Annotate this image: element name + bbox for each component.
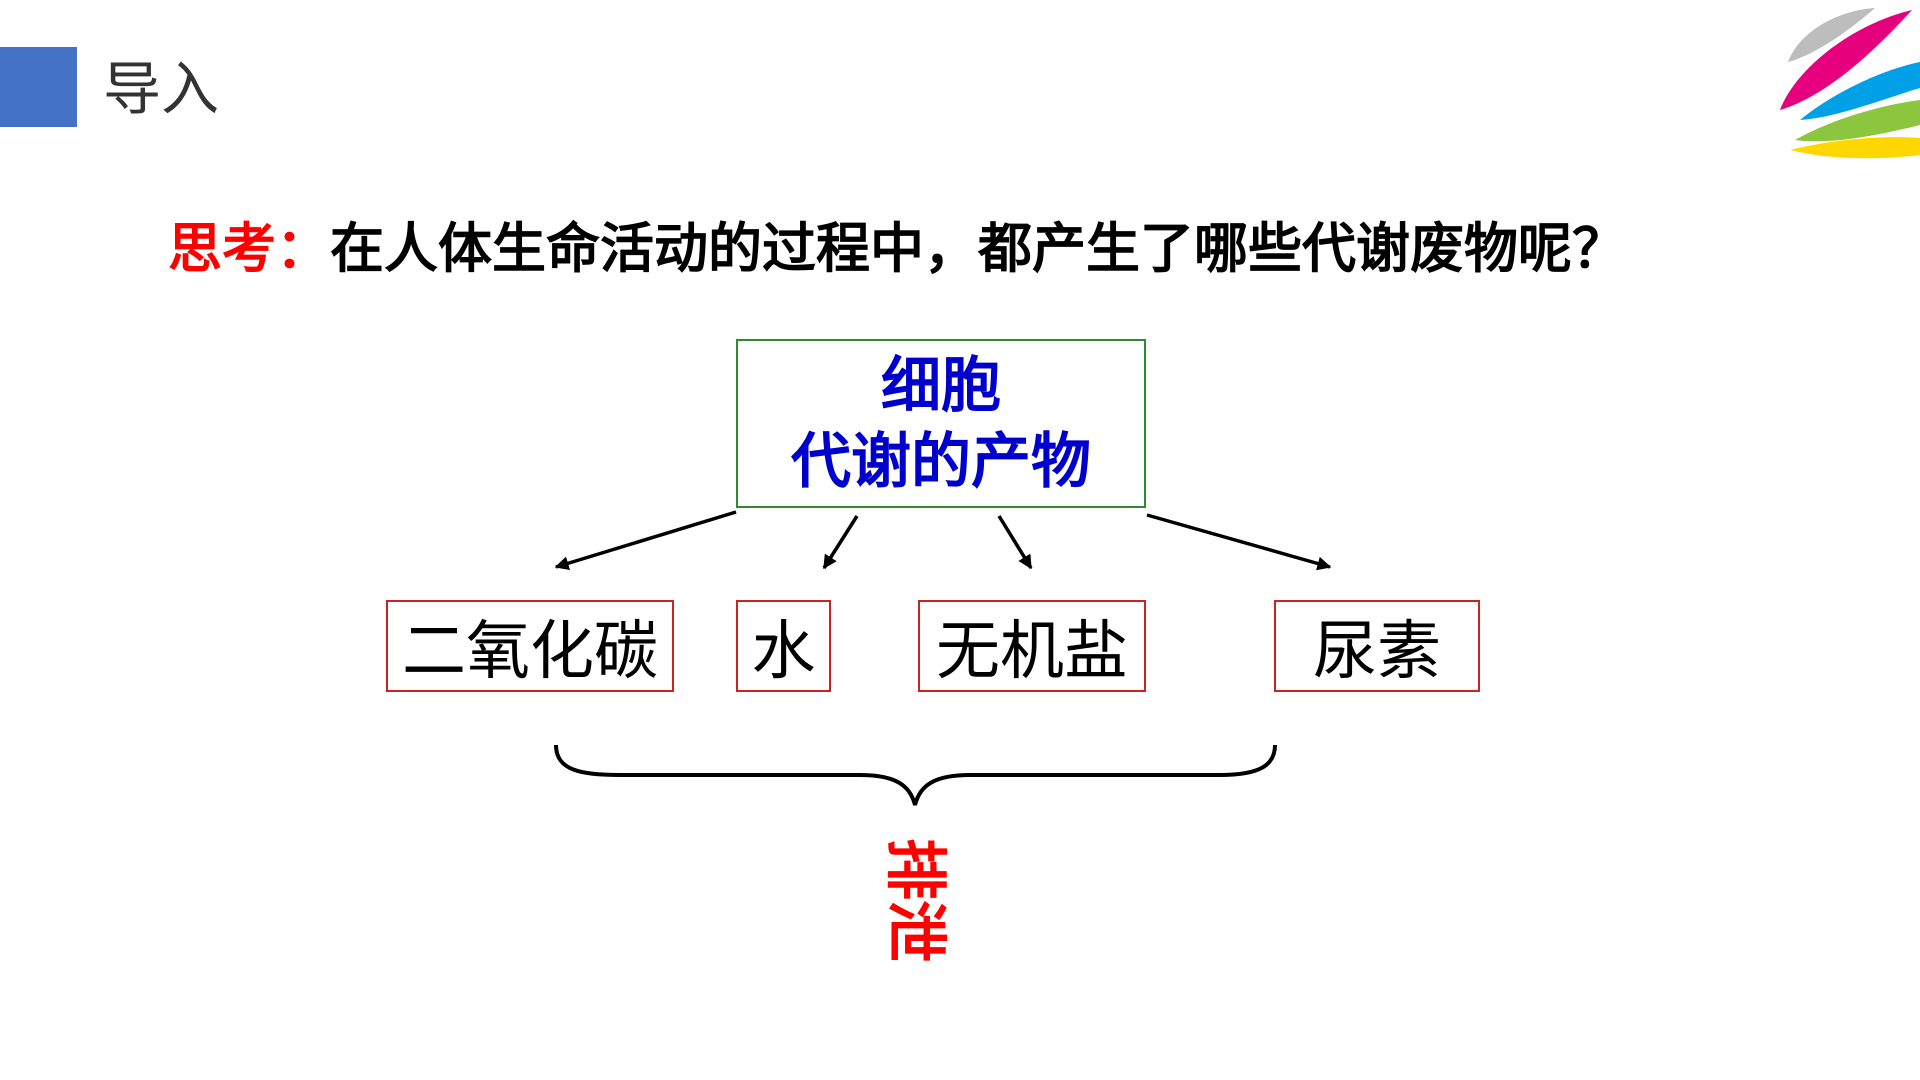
result-text: 排泄: [879, 837, 953, 963]
multicolor-swoosh-logo-icon: [1780, 8, 1920, 159]
arrow-to-carbon-dioxide: [554, 510, 737, 571]
product-label: 尿素: [1313, 615, 1441, 689]
product-label: 二氧化碳: [402, 615, 658, 689]
product-box-inorganic-salt: 无机盐: [918, 600, 1146, 692]
result-label: 排泄: [879, 835, 957, 965]
slide-title: 导入: [103, 55, 220, 123]
grouping-brace: [554, 744, 1277, 806]
arrow-to-inorganic-salt: [997, 515, 1033, 570]
title-accent-block: [0, 47, 77, 127]
question-label: 思考：: [168, 217, 330, 280]
question-text: 思考：在人体生命活动的过程中，都产生了哪些代谢废物呢？: [168, 214, 1668, 284]
arrow-to-water: [822, 515, 859, 570]
product-box-carbon-dioxide: 二氧化碳: [386, 600, 674, 692]
product-label: 水: [751, 615, 816, 689]
product-box-urea: 尿素: [1274, 600, 1480, 692]
source-line-2: 代谢的产物: [791, 426, 1091, 497]
product-box-water: 水: [736, 600, 831, 692]
product-label: 无机盐: [936, 615, 1128, 689]
question-body: 在人体生命活动的过程中，都产生了哪些代谢废物呢？: [330, 217, 1626, 280]
arrow-to-urea: [1146, 513, 1332, 571]
source-box: 细胞 代谢的产物: [736, 339, 1146, 508]
source-line-1: 细胞: [881, 350, 1001, 421]
